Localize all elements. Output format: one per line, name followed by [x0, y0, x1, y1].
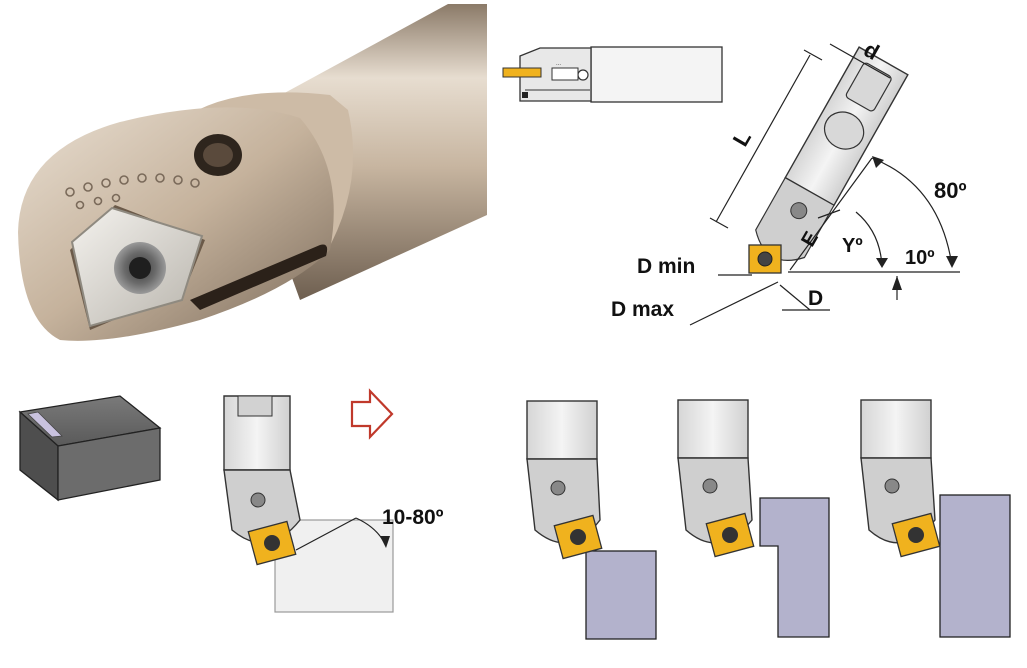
tool-side-view: ...	[502, 46, 723, 103]
chamfered-block	[18, 395, 162, 502]
label-angle-max: 80º	[934, 178, 967, 203]
label-d-min: D min	[637, 255, 695, 278]
machining-view-3	[860, 399, 1011, 638]
svg-text:...: ...	[556, 61, 561, 67]
engraved-marks	[65, 173, 200, 210]
label-angle-min: 10º	[905, 247, 935, 269]
label-D: D	[808, 287, 823, 310]
dimension-drawing: d L E 80º Yº 10º D min D max D	[611, 37, 967, 326]
label-angle-range: 10-80º	[382, 506, 444, 529]
tilted-tool	[755, 46, 909, 261]
process-arrow-icon	[350, 388, 394, 440]
machining-view-1	[526, 400, 657, 640]
label-d-max: D max	[611, 298, 674, 321]
label-angle-var: Yº	[842, 235, 863, 257]
tool-photo	[0, 0, 487, 345]
label-L: L	[728, 126, 756, 150]
chamfer-application: 10-80º	[223, 395, 444, 613]
clamp-slot	[190, 244, 328, 310]
machining-view-2	[677, 399, 830, 638]
